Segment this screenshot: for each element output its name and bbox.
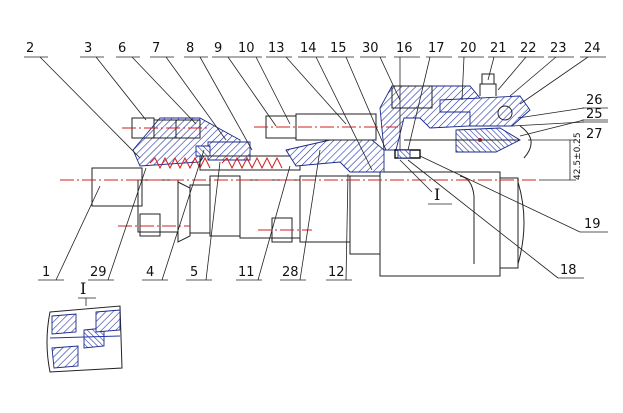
svg-text:4: 4: [146, 265, 154, 280]
section-mark: I: [399, 159, 452, 205]
callout-3: 3: [80, 41, 147, 121]
callout-8: 8: [184, 41, 253, 151]
callout-4: 4: [142, 149, 205, 281]
lower-half-outline: [91, 167, 525, 277]
callout-13: 13: [266, 41, 347, 125]
callout-7: 7: [150, 41, 227, 141]
svg-text:26: 26: [586, 93, 603, 108]
svg-text:5: 5: [190, 265, 198, 280]
callout-18: 18: [407, 159, 584, 279]
callout-23: 23: [509, 41, 574, 97]
callout-27: 27: [519, 119, 608, 142]
svg-text:13: 13: [268, 41, 285, 56]
svg-text:14: 14: [300, 41, 317, 56]
dimension-42-5: 42.5±0.25: [528, 132, 583, 181]
svg-text:15: 15: [330, 41, 347, 56]
callout-2: 2: [24, 41, 141, 159]
svg-text:25: 25: [586, 107, 603, 122]
callout-20: 20: [458, 41, 484, 101]
callout-9: 9: [212, 41, 277, 127]
dimension-text: 42.5±0.25: [573, 132, 583, 180]
svg-text:11: 11: [238, 265, 255, 280]
callout-29: 29: [88, 167, 147, 281]
svg-text:20: 20: [460, 41, 477, 56]
callout-22: 22: [497, 41, 544, 91]
svg-text:7: 7: [152, 41, 160, 56]
svg-text:27: 27: [586, 127, 603, 142]
section-mark-label: I: [434, 185, 440, 204]
callout-19: 19: [419, 155, 608, 233]
svg-text:29: 29: [90, 265, 107, 280]
svg-text:9: 9: [214, 41, 222, 56]
callout-28: 28: [280, 149, 321, 281]
svg-text:8: 8: [186, 41, 194, 56]
svg-text:17: 17: [428, 41, 445, 56]
callout-10: 10: [236, 41, 291, 125]
svg-text:21: 21: [490, 41, 507, 56]
callout-1: 1: [38, 185, 101, 281]
svg-text:10: 10: [238, 41, 255, 56]
svg-text:3: 3: [84, 41, 92, 56]
svg-text:28: 28: [282, 265, 299, 280]
svg-text:2: 2: [26, 41, 34, 56]
callouts-bottom: 1 29 4 5 11 28 12: [38, 149, 352, 281]
svg-text:22: 22: [520, 41, 537, 56]
svg-text:16: 16: [396, 41, 413, 56]
callout-26: 26: [517, 93, 608, 119]
callout-5: 5: [186, 161, 221, 281]
svg-text:24: 24: [584, 41, 601, 56]
callout-17: 17: [407, 41, 452, 151]
svg-text:12: 12: [328, 265, 345, 280]
callout-15: 15: [328, 41, 387, 151]
svg-text:19: 19: [584, 217, 601, 232]
callout-30: 30: [360, 41, 401, 101]
svg-text:30: 30: [362, 41, 379, 56]
callout-12: 12: [326, 173, 352, 281]
callouts-right: 26 25 27 19 18: [407, 93, 608, 279]
upper-section: [131, 73, 532, 173]
callout-21: 21: [487, 41, 514, 81]
callout-6: 6: [116, 41, 197, 125]
detail-label: I: [80, 279, 86, 298]
callout-14: 14: [298, 41, 373, 171]
detail-view-I: I: [46, 279, 123, 373]
svg-text:6: 6: [118, 41, 126, 56]
svg-text:18: 18: [560, 263, 577, 278]
callouts-top: 2 3 6 7 8 9 10 13 14 15 30 16 17 20 21 2…: [24, 41, 606, 171]
callout-11: 11: [236, 165, 291, 281]
callout-24: 24: [519, 41, 606, 105]
svg-text:23: 23: [550, 41, 567, 56]
svg-text:1: 1: [42, 265, 50, 280]
callout-16: 16: [394, 41, 420, 150]
